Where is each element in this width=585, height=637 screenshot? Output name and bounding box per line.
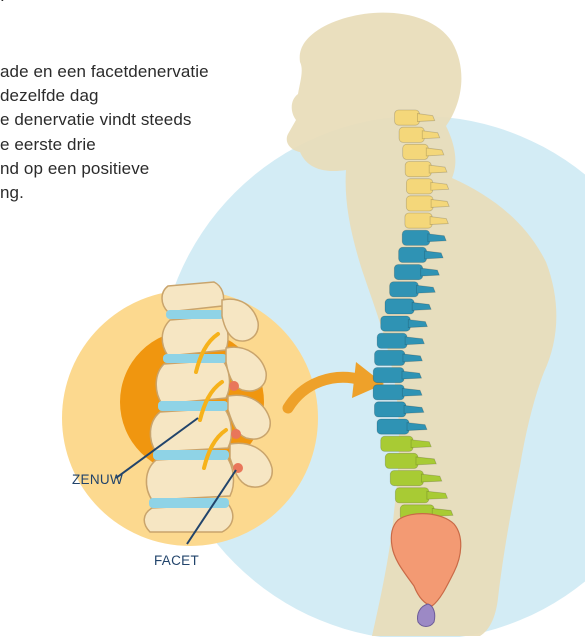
paragraph-line-6: ng.	[0, 181, 24, 205]
paragraph-line-4: e eerste drie	[0, 133, 96, 157]
paragraph-line-1: ade en een facetdenervatie	[0, 60, 209, 84]
paragraph-line-2: dezelfde dag	[0, 84, 99, 108]
nerve-label: ZENUW	[72, 472, 123, 487]
intro-paragraph: . ade en een facetdenervatie dezelfde da…	[0, 0, 585, 260]
paragraph-line-3: e denervatie vindt steeds	[0, 108, 192, 132]
paragraph-fragment: .	[0, 0, 5, 8]
facet-label: FACET	[154, 553, 199, 568]
paragraph-line-5: nd op een positieve	[0, 157, 149, 181]
